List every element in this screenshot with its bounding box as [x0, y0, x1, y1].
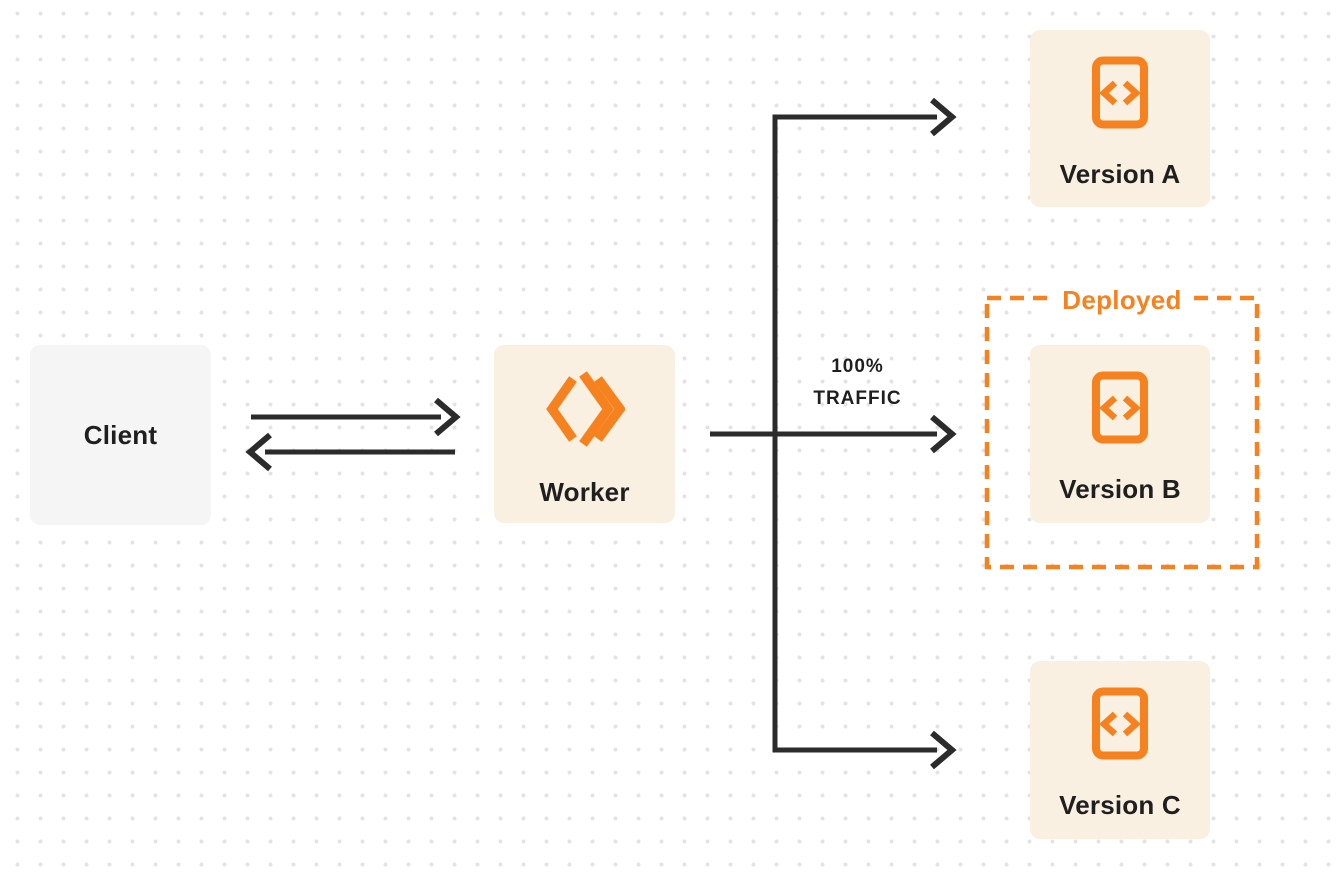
worker-node: Worker: [494, 345, 675, 523]
worker-label: Worker: [539, 477, 630, 507]
deployed-group-label: Deployed: [986, 285, 1258, 320]
traffic-percent: 100%: [831, 356, 884, 377]
version-b-label: Version B: [1059, 474, 1181, 504]
version-c-node: Version C: [1030, 661, 1210, 839]
code-file-icon: [1091, 56, 1149, 129]
version-a-label: Version A: [1059, 159, 1181, 189]
cloudflare-workers-icon: [545, 371, 626, 447]
code-file-icon: [1091, 687, 1149, 760]
worker-to-client-arrow: [245, 432, 455, 472]
client-to-worker-arrow: [251, 397, 461, 437]
version-a-node: Version A: [1030, 30, 1210, 207]
version-b-node: Version B: [1030, 345, 1210, 523]
code-file-icon: [1091, 371, 1149, 444]
client-label: Client: [83, 419, 158, 450]
traffic-edge-label: 100% TRAFFIC: [775, 351, 940, 415]
version-c-label: Version C: [1059, 790, 1181, 820]
deployed-label-text: Deployed: [1050, 285, 1194, 315]
worker-to-version-b-arrow: [710, 414, 957, 454]
traffic-word: TRAFFIC: [813, 388, 902, 409]
client-node: Client: [30, 345, 211, 525]
branch-to-version-a-c-arrows: [772, 97, 957, 770]
